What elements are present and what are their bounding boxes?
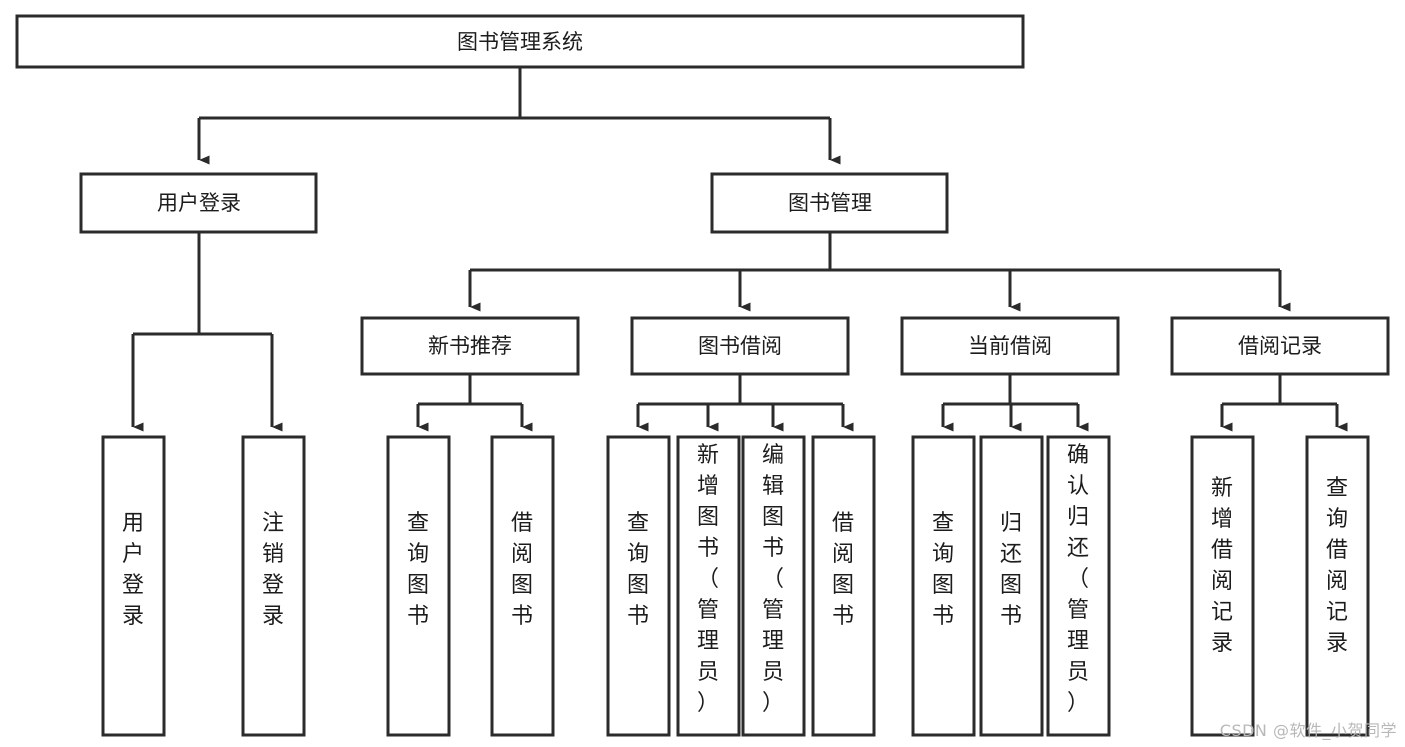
- node-leaf-borrow-record-1-label: 新增借阅记录: [1211, 476, 1233, 656]
- node-leaf-current-borrow-3-label: 确认归还（管理员）: [1067, 443, 1089, 716]
- node-user-login-box[interactable]: [79, 172, 318, 234]
- node-leaf-book-borrow-1[interactable]: 查询图书: [606, 435, 671, 737]
- connector-group-root: [197, 67, 841, 165]
- node-leaf-book-borrow-1-label: 查询图书: [627, 511, 649, 629]
- node-leaf-current-borrow-3[interactable]: 确认归还（管理员）: [1046, 435, 1111, 737]
- node-leaf-book-borrow-1-box[interactable]: [606, 435, 671, 737]
- node-new-book-recommend[interactable]: 新书推荐: [360, 316, 580, 376]
- node-user-login-label: 用户登录: [157, 191, 241, 215]
- node-book-management[interactable]: 图书管理: [710, 172, 949, 234]
- node-leaf-book-borrow-3-label: 编辑图书（管理员）: [762, 443, 784, 716]
- node-leaf-book-borrow-4-label: 借阅图书: [832, 511, 854, 629]
- node-leaf-book-borrow-2-label: 新增图书（管理员）: [697, 443, 719, 716]
- node-leaf-user-login-2-label: 注销登录: [262, 511, 284, 629]
- node-leaf-borrow-record-2-label: 查询借阅记录: [1326, 476, 1348, 656]
- connector-group-current-borrow: [941, 374, 1089, 432]
- node-leaf-new-book-2-box[interactable]: [490, 435, 555, 737]
- node-leaf-book-borrow-2[interactable]: 新增图书（管理员）: [676, 435, 741, 737]
- node-book-management-label: 图书管理: [788, 191, 872, 215]
- node-leaf-book-borrow-3-box[interactable]: [741, 435, 806, 737]
- node-book-management-box[interactable]: [710, 172, 949, 234]
- node-leaf-current-borrow-2-label: 归还图书: [1000, 511, 1022, 629]
- node-book-borrow[interactable]: 图书借阅: [630, 316, 850, 376]
- node-leaf-current-borrow-1-box[interactable]: [911, 435, 976, 737]
- connector-group-user-login: [131, 232, 283, 432]
- node-leaf-book-borrow-3[interactable]: 编辑图书（管理员）: [741, 435, 806, 737]
- node-new-book-recommend-box[interactable]: [360, 316, 580, 376]
- node-leaf-user-login-2[interactable]: 注销登录: [241, 435, 306, 737]
- connector-group-new-book: [416, 374, 533, 432]
- node-leaf-new-book-1-box[interactable]: [386, 435, 451, 737]
- node-leaf-current-borrow-2[interactable]: 归还图书: [979, 435, 1044, 737]
- node-borrow-record[interactable]: 借阅记录: [1170, 316, 1390, 376]
- node-leaf-new-book-1-label: 查询图书: [407, 511, 429, 629]
- node-leaf-borrow-record-2[interactable]: 查询借阅记录: [1305, 435, 1370, 737]
- node-current-borrow-box[interactable]: [900, 316, 1120, 376]
- node-leaf-user-login-1[interactable]: 用户登录: [101, 435, 166, 737]
- connector-group-book-borrow: [636, 374, 854, 432]
- node-book-borrow-box[interactable]: [630, 316, 850, 376]
- node-leaf-book-borrow-2-box[interactable]: [676, 435, 741, 737]
- node-leaf-user-login-1-label: 用户登录: [122, 511, 144, 629]
- node-borrow-record-label: 借阅记录: [1238, 334, 1322, 358]
- node-leaf-new-book-2-label: 借阅图书: [511, 511, 533, 629]
- connector-group-book-mgmt: [468, 232, 1291, 312]
- node-user-login[interactable]: 用户登录: [79, 172, 318, 234]
- connector-group-borrow-record: [1220, 374, 1348, 432]
- node-root-system-label: 图书管理系统: [457, 30, 583, 54]
- node-leaf-borrow-record-1-box[interactable]: [1190, 435, 1255, 737]
- node-current-borrow[interactable]: 当前借阅: [900, 316, 1120, 376]
- node-leaf-new-book-1[interactable]: 查询图书: [386, 435, 451, 737]
- node-root-system[interactable]: 图书管理系统: [15, 14, 1025, 69]
- node-root-system-box[interactable]: [15, 14, 1025, 69]
- node-borrow-record-box[interactable]: [1170, 316, 1390, 376]
- node-leaf-book-borrow-4-box[interactable]: [811, 435, 876, 737]
- node-book-borrow-label: 图书借阅: [698, 334, 782, 358]
- node-leaf-current-borrow-2-box[interactable]: [979, 435, 1044, 737]
- node-new-book-recommend-label: 新书推荐: [428, 334, 512, 358]
- node-leaf-borrow-record-2-box[interactable]: [1305, 435, 1370, 737]
- node-leaf-current-borrow-1-label: 查询图书: [932, 511, 954, 629]
- node-leaf-new-book-2[interactable]: 借阅图书: [490, 435, 555, 737]
- node-leaf-current-borrow-3-box[interactable]: [1046, 435, 1111, 737]
- node-current-borrow-label: 当前借阅: [968, 334, 1052, 358]
- node-leaf-borrow-record-1[interactable]: 新增借阅记录: [1190, 435, 1255, 737]
- node-leaf-user-login-1-box[interactable]: [101, 435, 166, 737]
- node-leaf-book-borrow-4[interactable]: 借阅图书: [811, 435, 876, 737]
- node-leaf-current-borrow-1[interactable]: 查询图书: [911, 435, 976, 737]
- node-leaf-user-login-2-box[interactable]: [241, 435, 306, 737]
